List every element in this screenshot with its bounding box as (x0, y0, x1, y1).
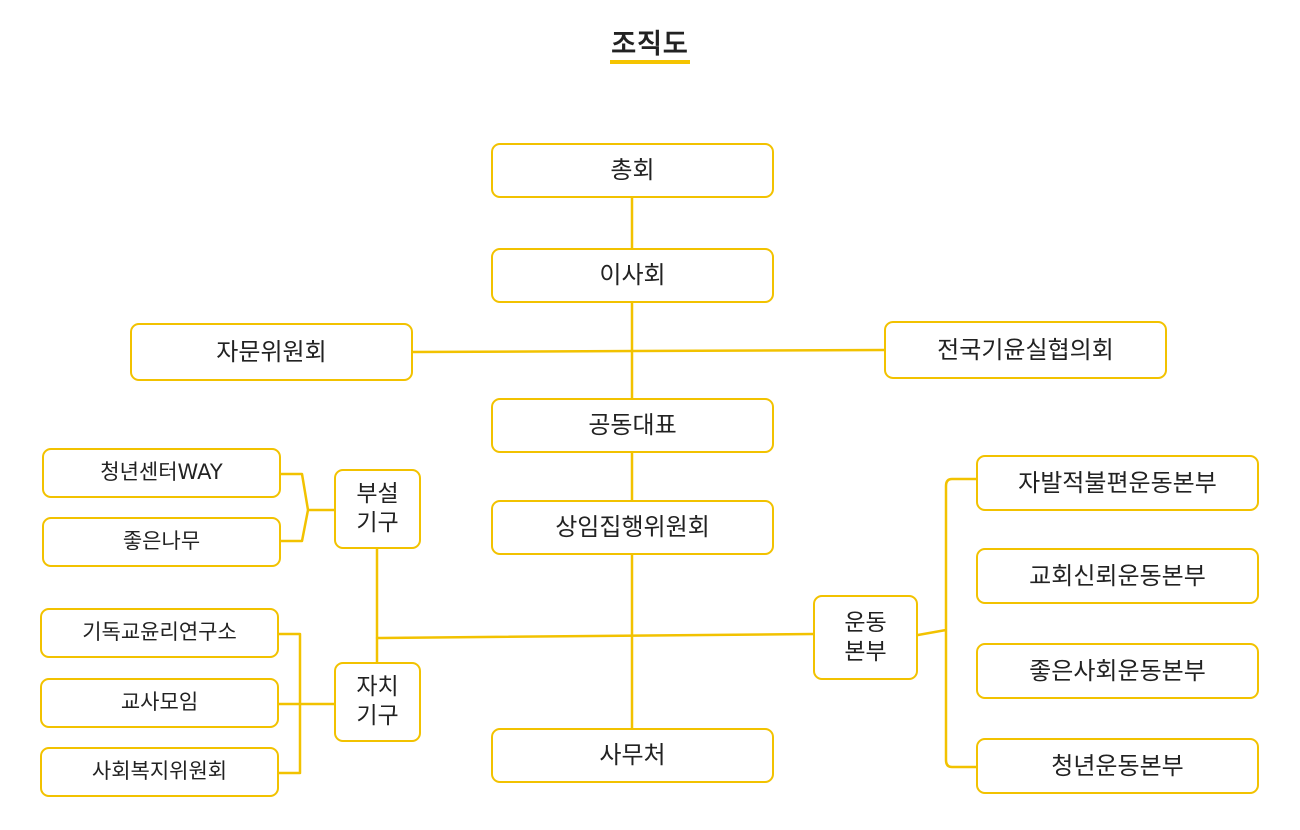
affiliated-bracket (279, 472, 336, 543)
title-underline (610, 60, 690, 64)
movement-item-voluntary-inconvenience-box: 자발적불편운동본부 (976, 455, 1259, 511)
movement-item-youth-box: 청년운동본부 (976, 738, 1259, 794)
affiliated-org-box: 부설 기구 (334, 469, 421, 549)
autonomous-item-teachers-box: 교사모임 (40, 678, 279, 728)
advisory-council-line (410, 348, 886, 354)
co-representatives-box: 공동대표 (491, 398, 774, 453)
affiliated-label-line1: 부설 (356, 481, 399, 508)
autonomous-item-ethics-institute-box: 기독교윤리연구소 (40, 608, 279, 658)
autonomous-bracket (277, 632, 336, 775)
board-box: 이사회 (491, 248, 774, 303)
autonomous-label-line2: 기구 (356, 703, 399, 729)
affiliated-item-good-tree-box: 좋은나무 (42, 517, 281, 567)
movement-item-church-trust-box: 교회신뢰운동본부 (976, 548, 1259, 604)
executive-committee-box: 상임집행위원회 (491, 500, 774, 555)
movement-headquarters-box: 운동 본부 (813, 595, 918, 680)
autonomous-org-box: 자치 기구 (334, 662, 421, 742)
national-council-box: 전국기윤실협의회 (884, 321, 1167, 379)
affiliated-label-line2: 기구 (356, 510, 399, 536)
advisory-committee-box: 자문위원회 (130, 323, 413, 381)
secretariat-box: 사무처 (491, 728, 774, 783)
autonomous-label-line1: 자치 (356, 674, 399, 701)
movement-label-line1: 운동 (844, 609, 887, 636)
general-assembly-box: 총회 (491, 143, 774, 198)
movement-label-line2: 본부 (844, 638, 887, 665)
movement-item-good-society-box: 좋은사회운동본부 (976, 643, 1259, 699)
chart-title: 조직도 (611, 29, 689, 60)
movement-bracket (916, 477, 978, 769)
mid-horizontal-line (375, 632, 815, 640)
affiliated-item-way-box: 청년센터WAY (42, 448, 281, 498)
autonomous-item-social-welfare-box: 사회복지위원회 (40, 747, 279, 797)
